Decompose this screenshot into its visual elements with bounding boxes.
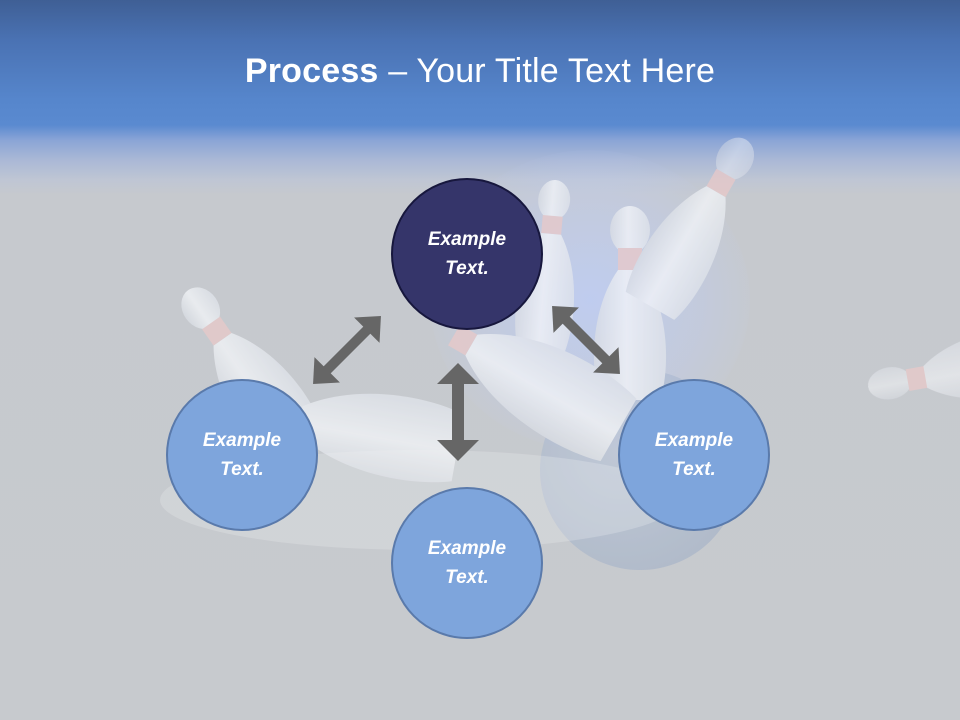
node-label-line1: Example [202, 430, 282, 451]
double-arrow-icon [313, 316, 381, 384]
process-node-right[interactable]: Example Text. [618, 379, 770, 531]
node-label-line1: Example [654, 430, 734, 451]
double-arrow-icon [437, 363, 479, 461]
title-bold: Process [244, 52, 379, 90]
double-arrow-icon [552, 306, 620, 374]
node-label-line2: Text. [445, 258, 489, 279]
process-node-top[interactable]: Example Text. [391, 178, 543, 330]
title-rest: – Your Title Text Here [378, 52, 716, 90]
node-label-line2: Text. [445, 567, 489, 588]
node-label-line2: Text. [672, 459, 716, 480]
node-label-line2: Text. [220, 459, 264, 480]
process-node-left[interactable]: Example Text. [166, 379, 318, 531]
process-node-bottom[interactable]: Example Text. [391, 487, 543, 639]
node-label-line1: Example [427, 538, 507, 559]
node-label-line1: Example [427, 229, 507, 250]
slide-title: Process – Your Title Text Here [0, 52, 960, 91]
